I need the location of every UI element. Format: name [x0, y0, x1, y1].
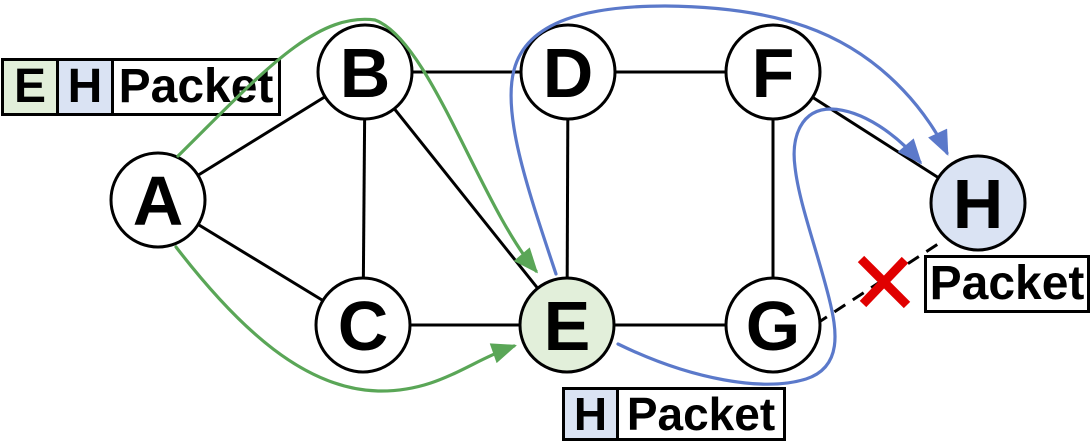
node-f-label: F — [752, 34, 795, 112]
edge-d-e — [565, 71, 570, 326]
green-route-arrow-under-c — [174, 245, 517, 393]
packet-label-source: E H Packet — [1, 58, 281, 116]
node-e-label: E — [544, 287, 591, 365]
node-a-label: A — [133, 162, 184, 240]
packet-name-cell: Packet — [114, 61, 278, 113]
node-g: G — [724, 276, 822, 374]
node-h: H — [929, 154, 1027, 252]
x-stroke — [859, 256, 909, 308]
node-g-circle — [724, 276, 822, 374]
node-b: B — [316, 23, 414, 121]
packet-dest-cell: E — [4, 61, 59, 113]
node-c: C — [314, 276, 412, 374]
edge-a-c — [157, 198, 364, 327]
node-h-circle — [929, 154, 1027, 252]
packet-name-cell: Packet — [619, 390, 783, 438]
edge-b-e — [363, 71, 569, 326]
node-b-label: B — [340, 34, 391, 112]
edge-layer — [157, 70, 979, 327]
blue-route-arrow-around-g — [616, 107, 923, 386]
node-c-circle — [314, 276, 412, 374]
node-d-label: D — [543, 34, 594, 112]
packet-label-at-e: H Packet — [562, 387, 786, 441]
node-g-label: G — [746, 287, 800, 365]
packet-label-at-h: Packet — [924, 255, 1090, 313]
packet-dest-cell: H — [565, 390, 619, 438]
node-c-label: C — [338, 287, 389, 365]
blue-route-arrow-over-top — [509, 4, 949, 276]
edge-f-h — [772, 70, 979, 205]
node-a: A — [109, 151, 207, 249]
node-a-circle — [109, 151, 207, 249]
node-d-circle — [519, 23, 617, 121]
node-d: D — [519, 23, 617, 121]
node-f-circle — [724, 23, 822, 121]
node-b-circle — [316, 23, 414, 121]
edge-b-c — [361, 71, 367, 326]
node-e: E — [518, 276, 616, 374]
node-e-circle — [518, 276, 616, 374]
x-stroke — [857, 255, 911, 309]
packet-name-cell: Packet — [927, 258, 1087, 310]
packet-dest-cell: H — [59, 61, 114, 113]
route-layer — [174, 4, 949, 393]
node-h-label: H — [953, 165, 1004, 243]
link-failure-x-icon — [857, 255, 911, 309]
node-f: F — [724, 23, 822, 121]
